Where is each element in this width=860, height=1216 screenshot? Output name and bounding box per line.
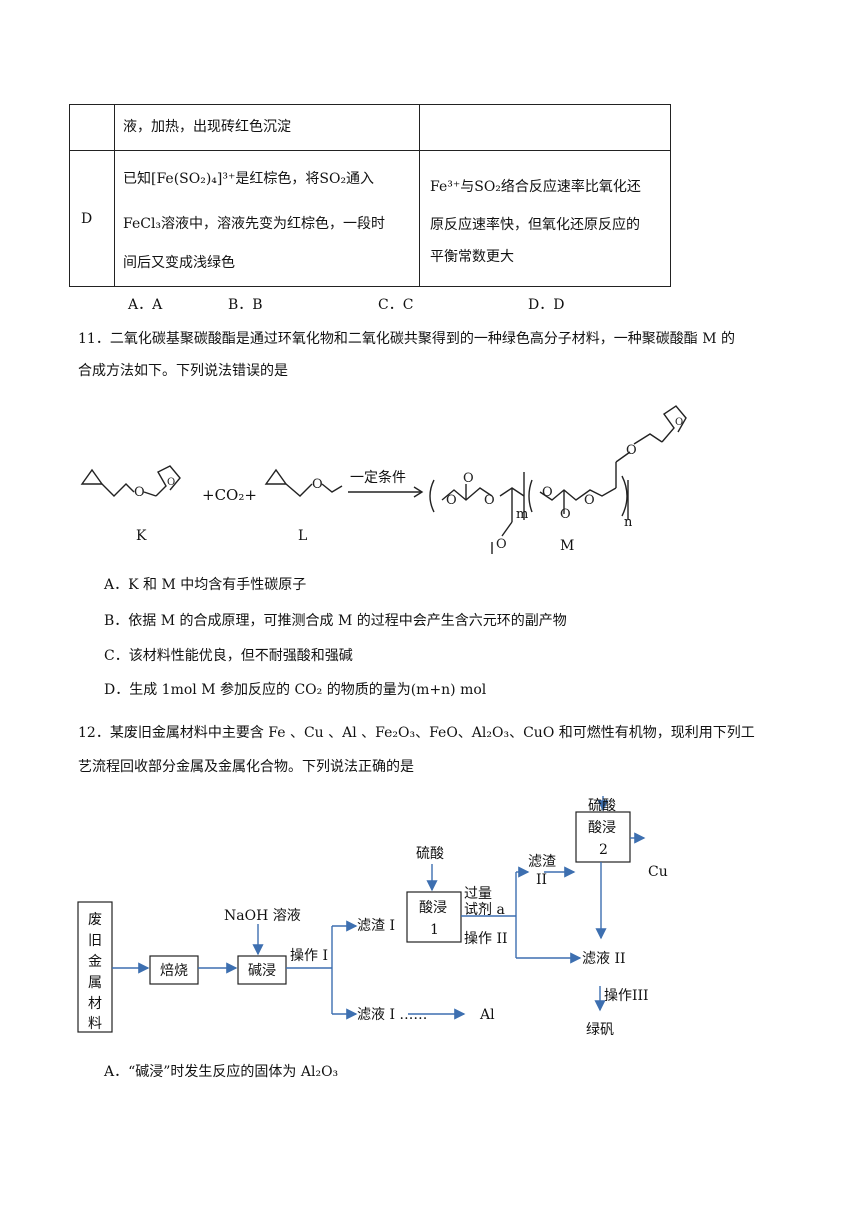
table-d-right-3: 平衡常数更大 <box>430 249 514 265</box>
flow-acid1: 硫酸 <box>416 846 444 862</box>
flow-filtrate2: 滤液 II <box>582 951 626 967</box>
svg-text:O: O <box>463 471 474 486</box>
flow-product: 绿矾 <box>586 1022 614 1038</box>
svg-text:O: O <box>446 493 457 508</box>
q11-option-b: B．依据 M 的合成原理，可推测合成 M 的过程中会产生含六元环的副产物 <box>104 613 567 629</box>
flow-roast: 焙烧 <box>160 963 188 979</box>
scheme-label-m: M <box>560 538 574 554</box>
q11-stem-1: 11．二氧化碳基聚碳酸酯是通过环氧化物和二氧化碳共聚得到的一种绿色高分子材料，一… <box>78 331 736 347</box>
flow-residue2-a: 滤渣 <box>528 854 556 870</box>
table-cell-c-explanation <box>419 104 671 151</box>
svg-text:O: O <box>560 507 571 522</box>
q10-option-b: B．B <box>228 297 263 313</box>
flow-op1: 操作 I <box>290 948 328 964</box>
q12-option-a: A．“碱浸”时发生反应的固体为 Al₂O₃ <box>104 1064 339 1080</box>
table-d-right-1: Fe³⁺与SO₂络合反应速率比氧化还 <box>430 179 641 195</box>
flow-op3: 操作III <box>604 988 649 1004</box>
scheme-condition: 一定条件 <box>350 469 406 486</box>
flow-filtrate1: 滤液 I …… <box>357 1007 427 1023</box>
svg-text:O: O <box>675 417 683 428</box>
flow-raw-2: 旧 <box>88 933 102 949</box>
flow-raw-4: 属 <box>88 975 102 991</box>
table-c-text: 液，加热，出现砖红色沉淀 <box>123 119 291 135</box>
table-cell-d-phenomenon: 已知[Fe(SO₂)₄]³⁺是红棕色，将SO₂通入 FeCl₃溶液中，溶液先变为… <box>114 150 420 287</box>
q12-flow-diagram: 废 旧 金 属 材 料 焙烧 NaOH 溶液 碱浸 操作 I 滤渣 I 滤液 I… <box>77 796 668 1038</box>
flow-acid2: 硫酸 <box>588 798 616 814</box>
scheme-co2: +CO₂+ <box>202 486 257 504</box>
q11-option-d: D．生成 1mol M 参加反应的 CO₂ 的物质的量为(m+n) mol <box>104 682 487 698</box>
table-cell-d-explanation: Fe³⁺与SO₂络合反应速率比氧化还 原反应速率快，但氧化还原反应的 平衡常数更… <box>419 150 671 287</box>
flow-leach2-b: 2 <box>599 842 608 858</box>
table-d-left-1: 已知[Fe(SO₂)₄]³⁺是红棕色，将SO₂通入 <box>123 171 375 187</box>
table-d-label: D <box>81 211 93 227</box>
q11-reaction-scheme: O O O O O O O O O O O O K +CO₂+ L 一定条件 m… <box>80 405 687 554</box>
q12-stem-1: 12．某废旧金属材料中主要含 Fe 、Cu 、Al 、Fe₂O₃、FeO、Al₂… <box>78 725 755 741</box>
svg-text:O: O <box>167 477 175 488</box>
flow-raw-3: 金 <box>88 954 102 970</box>
q11-option-c: C．该材料性能优良，但不耐强酸和强碱 <box>104 648 353 664</box>
flow-leach1-b: 1 <box>430 922 439 938</box>
flow-raw-5: 材 <box>88 996 102 1012</box>
flow-raw-1: 废 <box>88 912 102 928</box>
q10-option-c: C．C <box>378 297 414 313</box>
scheme-subscript-m: m <box>516 507 528 522</box>
table-d-right-2: 原反应速率快，但氧化还原反应的 <box>430 217 640 233</box>
q10-option-d: D．D <box>528 297 565 313</box>
flow-excess-a: 过量 <box>464 886 492 902</box>
svg-text:O: O <box>134 485 145 500</box>
q11-stem-2: 合成方法如下。下列说法错误的是 <box>78 363 288 379</box>
flow-al: Al <box>479 1007 495 1023</box>
q10-option-a: A．A <box>128 297 163 313</box>
flow-alkali: 碱浸 <box>248 963 276 979</box>
scheme-label-l: L <box>298 528 307 544</box>
q12-stem-2: 艺流程回收部分金属及金属化合物。下列说法正确的是 <box>78 759 414 775</box>
table-cell-c-label <box>69 104 115 151</box>
table-d-left-3: 间后又变成浅绿色 <box>123 255 235 271</box>
svg-text:O: O <box>626 443 637 458</box>
svg-text:O: O <box>312 477 323 492</box>
svg-text:O: O <box>542 485 553 500</box>
flow-naoh: NaOH 溶液 <box>224 908 301 924</box>
flow-cu: Cu <box>648 864 668 880</box>
svg-text:O: O <box>484 493 495 508</box>
svg-text:O: O <box>584 493 595 508</box>
table-cell-d-label: D <box>69 150 115 287</box>
flow-raw-6: 料 <box>88 1016 102 1032</box>
scheme-subscript-n: n <box>624 515 633 530</box>
flow-leach2-a: 酸浸 <box>588 820 616 836</box>
flow-excess-b: 试剂 a <box>464 902 505 918</box>
table-d-left-2: FeCl₃溶液中，溶液先变为红棕色，一段时 <box>123 216 386 232</box>
scheme-label-k: K <box>136 528 147 544</box>
flow-op2: 操作 II <box>464 931 508 947</box>
table-cell-c-phenomenon: 液，加热，出现砖红色沉淀 <box>114 104 420 151</box>
flow-residue2-b: II <box>536 872 547 888</box>
flow-residue1: 滤渣 I <box>357 918 395 934</box>
flow-leach1-a: 酸浸 <box>419 900 447 916</box>
q11-option-a: A．K 和 M 中均含有手性碳原子 <box>104 577 307 593</box>
svg-text:O: O <box>496 537 507 552</box>
